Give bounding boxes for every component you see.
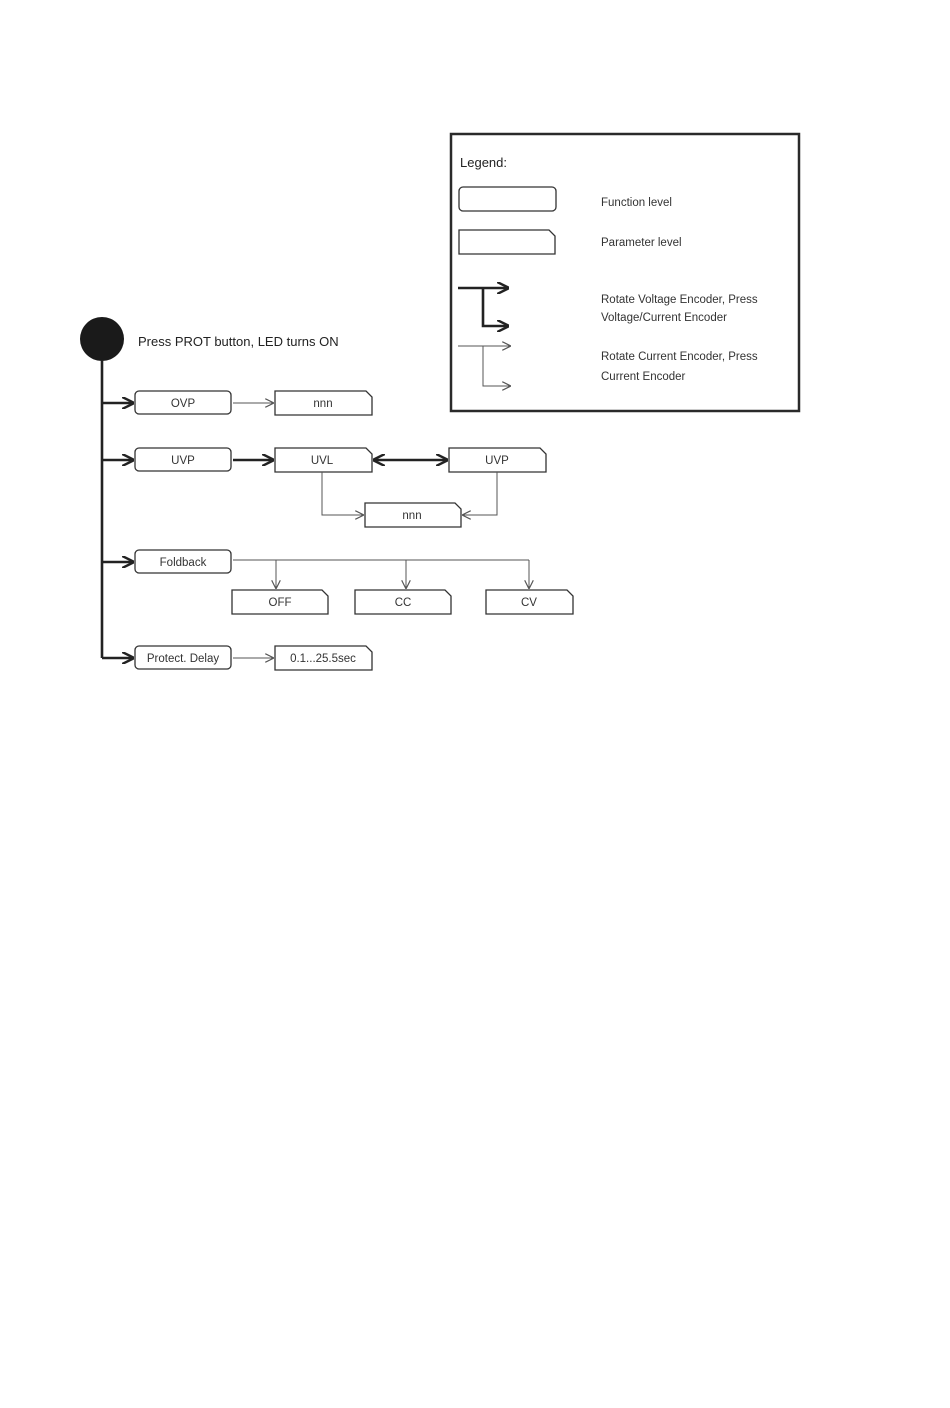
legend-function-level-label: Function level xyxy=(601,197,672,209)
foldback-cc-label: CC xyxy=(395,597,412,609)
legend-parameter-level-box xyxy=(459,230,555,254)
uvp-function-label: UVP xyxy=(171,455,195,467)
protect-delay-function-label: Protect. Delay xyxy=(147,653,219,665)
legend: Legend: Function level Parameter level R… xyxy=(451,134,799,411)
uvl-to-value-arrow xyxy=(322,472,363,515)
legend-parameter-level-label: Parameter level xyxy=(601,237,682,249)
uvp-parameter-label: UVP xyxy=(485,455,509,467)
legend-title: Legend: xyxy=(460,155,507,170)
start-label: Press PROT button, LED turns ON xyxy=(138,334,339,349)
prot-button-start-circle xyxy=(80,317,124,361)
delay-range-label: 0.1...25.5sec xyxy=(290,653,356,665)
uvp-to-value-arrow xyxy=(463,472,497,515)
ovp-function-label: OVP xyxy=(171,398,196,410)
legend-frame xyxy=(451,134,799,411)
foldback-cv-label: CV xyxy=(521,597,537,609)
uvp-value-label: nnn xyxy=(402,510,421,522)
foldback-function-label: Foldback xyxy=(160,557,207,569)
foldback-off-label: OFF xyxy=(269,597,292,609)
legend-voltage-label-line2: Voltage/Current Encoder xyxy=(601,312,727,324)
legend-function-level-box xyxy=(459,187,556,211)
legend-current-label-line1: Rotate Current Encoder, Press xyxy=(601,351,758,363)
legend-voltage-label-line1: Rotate Voltage Encoder, Press xyxy=(601,294,758,306)
ovp-value-label: nnn xyxy=(313,398,332,410)
uvl-label: UVL xyxy=(311,455,334,467)
legend-current-label-line2: Current Encoder xyxy=(601,371,686,383)
